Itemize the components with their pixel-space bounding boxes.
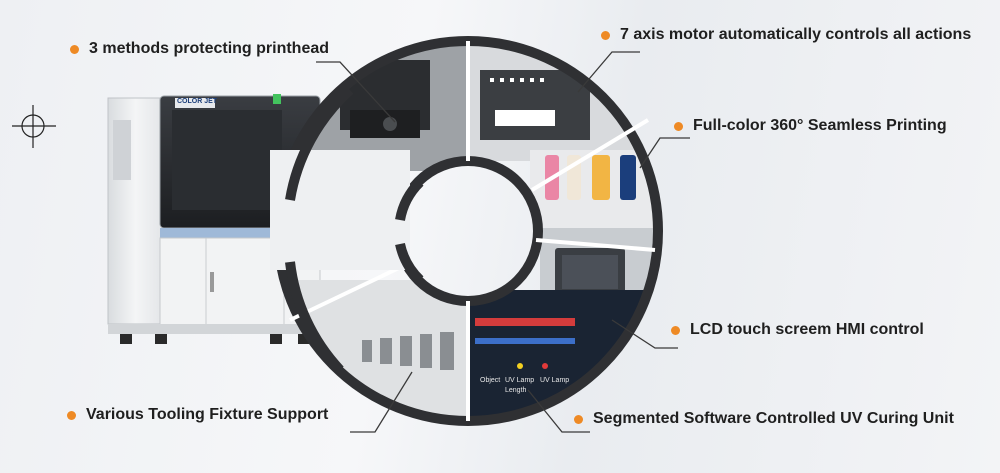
- feature-360-printing: Full-color 360° Seamless Printing: [674, 117, 947, 135]
- feature-label: Full-color 360° Seamless Printing: [693, 117, 947, 134]
- feature-7-axis-motor: 7 axis motor automatically controls all …: [601, 26, 971, 44]
- feature-ring: [270, 36, 663, 426]
- bullet-dot-icon: [601, 30, 610, 40]
- brand-label-text: COLOR JET: [177, 98, 218, 105]
- uv-label-lamp: UV Lamp: [505, 377, 534, 384]
- feature-label: 3 methods protecting printhead: [89, 40, 330, 57]
- brand-label: [175, 98, 215, 108]
- feature-label: Various Tooling Fixture Support: [86, 406, 329, 423]
- bullet-dot-icon: [67, 410, 76, 420]
- feature-label: LCD touch screem HMI control: [690, 321, 924, 338]
- feature-printhead-protection: 3 methods protecting printhead: [70, 40, 329, 58]
- uv-label-object: Object: [480, 377, 500, 384]
- feature-label: 7 axis motor automatically controls all …: [620, 26, 972, 43]
- bullet-dot-icon: [574, 414, 583, 424]
- feature-uv-curing: Segmented Software Controlled UV Curing …: [574, 410, 954, 428]
- feature-tooling-fixture: Various Tooling Fixture Support: [67, 406, 328, 424]
- crosshair-icon: [12, 105, 56, 148]
- bullet-dot-icon: [671, 325, 680, 335]
- uv-label-length: Length: [505, 387, 527, 394]
- bullet-dot-icon: [674, 121, 683, 131]
- status-light: [273, 94, 281, 104]
- uv-label-lamp-2: UV Lamp: [540, 377, 569, 384]
- bullet-dot-icon: [70, 44, 79, 54]
- feature-lcd-hmi: LCD touch screem HMI control: [671, 321, 924, 339]
- feature-label: Segmented Software Controlled UV Curing …: [593, 410, 954, 427]
- leader-lines: [316, 51, 690, 433]
